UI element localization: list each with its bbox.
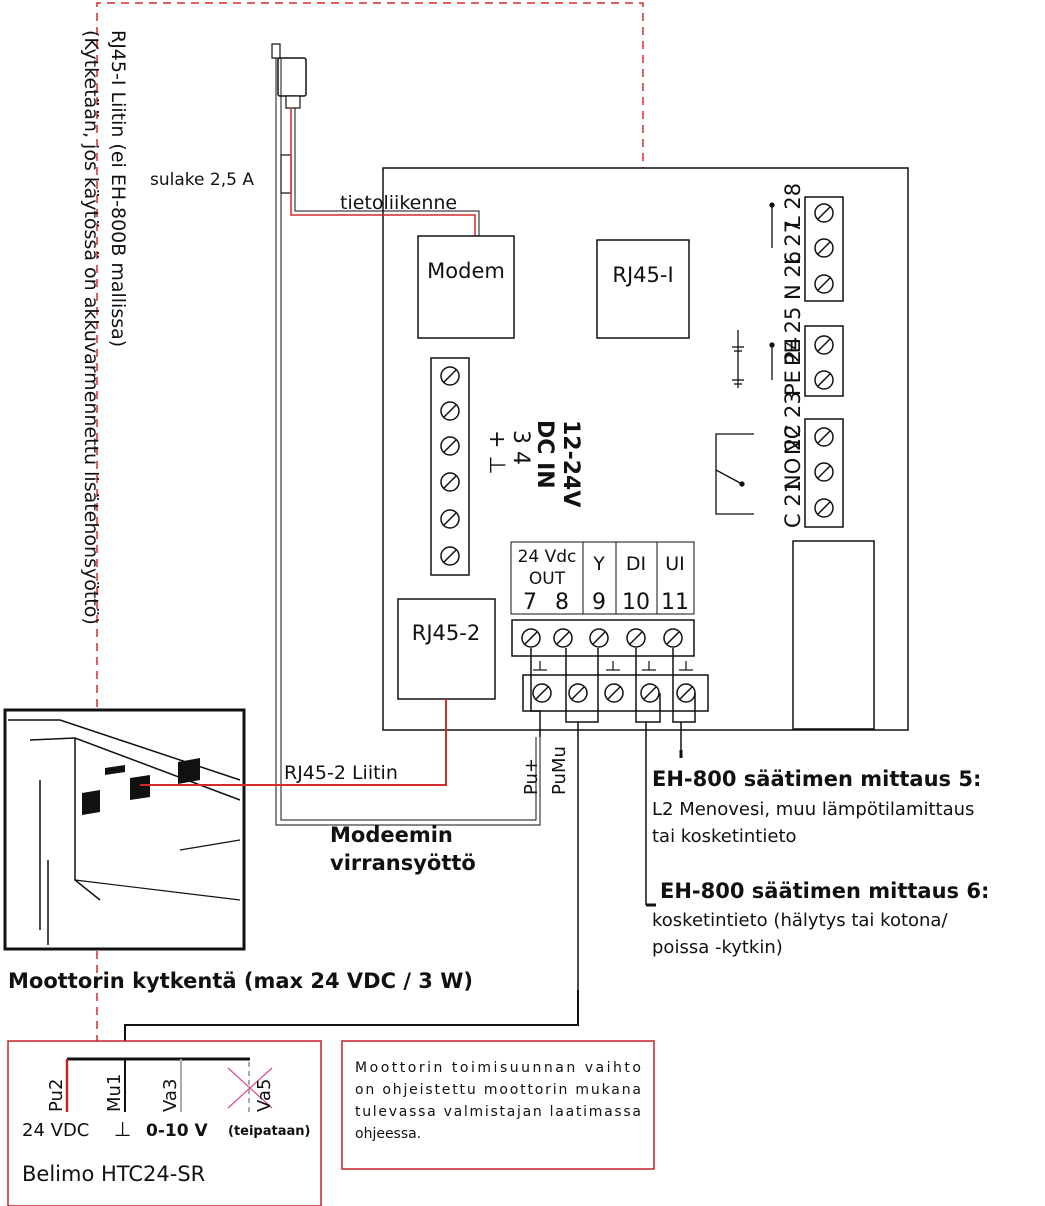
rj45-1-label: RJ45-I [612,263,673,287]
belimo-model-label: Belimo HTC24-SR [22,1162,205,1186]
note-box [341,1040,655,1170]
rj45-2-wire [140,699,447,786]
data-link-label: tietoliikenne [340,192,457,214]
router-device [3,708,246,951]
output-label-grid [510,541,695,615]
rj45-1-connector-label: RJ45-I Liitin (ei EH-800B mallissa) [107,30,129,347]
dc-in-terminal [430,357,470,576]
mu1-label: Mu1 [104,1074,125,1112]
modem-power-label-2: virransyöttö [330,851,476,875]
dc-in-label-4: + ⊥ [484,430,509,475]
terminal-22-label: NO 22 [781,424,805,490]
terminal-25-label: PE 25 [781,307,805,366]
motor-connection-heading: Moottorin kytkentä (max 24 VDC / 3 W) [8,969,473,993]
pumu-label: PuMu [549,746,570,795]
terminal-24-25 [804,325,844,397]
terminal-26-28 [804,196,844,302]
terminal-9-label: 9 [592,590,606,615]
note-line-4: ohjeessa. [355,1126,421,1142]
fuse-icon [280,154,292,194]
measurement-6-line-1: kosketintieto (hälytys tai kotona/ [652,910,948,931]
measurement-6-line-2: poissa -kytkin) [652,937,783,958]
rj45-1-note-label: (Kytketään, jos käytössä on akkuvarmenne… [80,30,102,625]
vdc-out-label-1: 24 Vdc [518,547,577,567]
va3-label: Va3 [160,1079,181,1112]
fuse-label: sulake 2,5 A [150,170,254,190]
terminal-21-23 [804,418,844,528]
terminal-26-label: N 26 [781,251,805,300]
measurement-5-line-1: L2 Menovesi, muu lämpötilamittaus [652,799,974,820]
rj45-1-box [596,239,690,339]
dc-in-label-2: DC IN [532,420,557,489]
terminal-24-label: PE 24 [781,337,805,396]
di-label: DI [626,553,646,575]
modem-label: Modem [427,259,505,283]
y-label: Y [592,553,605,575]
power-adapter [271,43,307,109]
rj45-2-connector-label: RJ45-2 Liitin [284,762,398,784]
v24dc-label: 24 VDC [22,1120,89,1141]
pu2-label: Pu2 [46,1079,67,1112]
data-wire [290,108,476,236]
ground-label: ⊥ [114,1117,131,1141]
vdc-out-label-2: OUT [529,569,566,589]
output-terminal-upper [511,619,695,657]
terminal-27-label: L 27 [781,220,805,265]
ui-label: UI [665,553,685,575]
rj45-1-dashed-link [96,2,644,1155]
belimo-box [7,1040,322,1206]
terminal-10-label: 10 [622,590,650,615]
measurement-5-title: EH-800 säätimen mittaus 5: [652,767,981,791]
va5-label: Va5 [254,1079,275,1112]
rj45-2-box [397,598,496,700]
taped-label: (teipataan) [228,1124,310,1139]
terminal-23-label: NC 23 [781,391,805,455]
blank-module [792,540,875,730]
modem-power-label-1: Modeemin [330,823,453,847]
relay-symbols [715,202,775,515]
terminal-8-label: 8 [555,590,569,615]
measurement-6-title: EH-800 säätimen mittaus 6: [660,879,989,903]
modem-box [417,235,515,339]
terminal-21-label: C 21 [781,480,805,528]
measurement-5-line-2: tai kosketintieto [652,826,797,847]
ground-terminal-lower [522,674,709,712]
pu-plus-label: Pu+ [521,758,542,795]
terminal-7-label: 7 [523,590,537,615]
jumper-wires [530,648,696,990]
v010-label: 0-10 V [146,1121,208,1141]
dc-in-label-3: 3 4 [508,430,533,465]
terminal-11-label: 11 [661,590,689,615]
dc-in-label-1: 12-24V [558,420,583,507]
ground-symbols [533,661,693,671]
rj45-2-label: RJ45-2 [412,621,480,645]
terminal-28-label: L 28 [781,183,805,228]
